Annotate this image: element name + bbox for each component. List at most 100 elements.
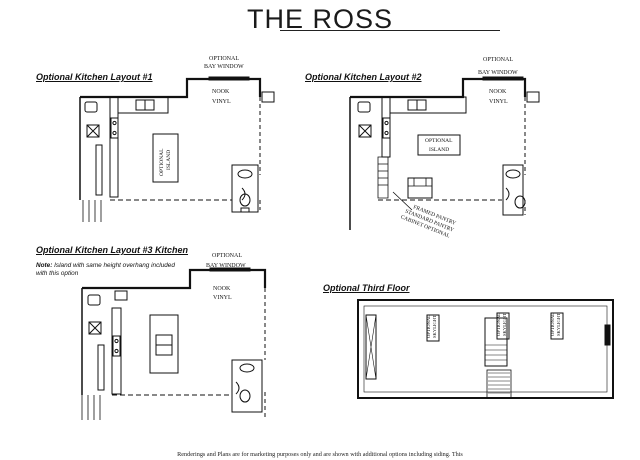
skylight-3 [550, 312, 564, 340]
plan1-fridge [86, 124, 100, 138]
plan1-toilet-tank [240, 207, 250, 213]
plan1-fridge-mark [86, 124, 100, 138]
plan2-bay-window [482, 76, 524, 81]
plan3-top-wall [82, 268, 267, 290]
plan2-stairs [377, 156, 389, 199]
plan3-appliance [87, 294, 101, 306]
plan2-appliance [357, 101, 371, 113]
plan3-fridge-mark [88, 321, 102, 335]
plan2-lavatory [505, 169, 521, 179]
page-title: THE ROSS [246, 4, 394, 34]
plan1-nook-label: NOOK [212, 89, 230, 95]
plan3-island [149, 314, 179, 374]
island-note: Note: Island with same height overhang i… [36, 262, 186, 278]
third-floor-stair-landing [486, 369, 512, 399]
plan1-bay-window [208, 76, 250, 81]
plan2-range [382, 117, 391, 139]
skylight-2-label: SKYLIGHT [502, 313, 507, 336]
plan3-door-swing [235, 381, 240, 395]
title-underline [280, 30, 500, 31]
section-label-layout-2: Optional Kitchen Layout #2 [305, 72, 422, 82]
plan2-bay-window-label: BAY WINDOW [478, 70, 518, 76]
plan1-island-optional-label: OPTIONAL [159, 148, 165, 176]
plan2-pantry-cabinet [407, 177, 433, 199]
plan-layout-2 [349, 76, 540, 230]
third-floor-stairs [485, 344, 507, 361]
plan3-range [112, 335, 121, 357]
plan2-island-optional-label: OPTIONAL [425, 138, 453, 144]
plan2-door-swing [505, 187, 510, 201]
plan3-counter [111, 307, 122, 395]
plan1-bay-window-label: BAY WINDOW [204, 64, 244, 70]
plan2-toilet [514, 195, 526, 209]
plan2-fridge [358, 124, 372, 138]
plan-layout-1 [79, 76, 275, 222]
footer-disclaimer: Renderings and Plans are for marketing p… [177, 451, 463, 458]
skylight-3-label: SKYLIGHT [556, 313, 561, 336]
plan1-stairs [82, 200, 102, 222]
plan2-pantry-leader [392, 191, 413, 211]
skylight-1 [426, 314, 440, 342]
plan3-nook-label: NOOK [213, 286, 231, 292]
plan1-counter-top [117, 96, 169, 114]
plan3-bath [231, 359, 263, 413]
plan1-bath [231, 164, 259, 213]
plan2-nook-label: NOOK [489, 89, 507, 95]
plan1-door-jamb [261, 91, 275, 103]
plan1-vinyl-label: VINYL [212, 99, 231, 105]
plan2-pantry-shelves [408, 178, 432, 187]
plan2-vinyl-label: VINYL [489, 99, 508, 105]
plan1-pantry [95, 144, 103, 196]
plan1-door-swing [241, 187, 246, 201]
plan1-island-label: ISLAND [166, 150, 172, 170]
note-label: Note: [36, 262, 53, 269]
third-floor-storage-mark [365, 314, 377, 380]
section-label-layout-1: Optional Kitchen Layout #1 [36, 72, 153, 82]
plan3-burner [114, 338, 119, 344]
plan2-bath [502, 164, 524, 216]
third-floor-stair-room [484, 317, 508, 367]
plan1-island [152, 133, 179, 183]
plan2-burner [384, 120, 389, 126]
plan3-bay-window-label: BAY WINDOW [206, 263, 246, 269]
third-floor-window [604, 324, 611, 346]
plan-third-floor [357, 299, 614, 399]
plan3-vinyl-label: VINYL [213, 295, 232, 301]
plan1-appliance [84, 101, 98, 113]
skylight-2 [496, 312, 510, 340]
skylight-1-optional-label: OPTIONAL [426, 315, 431, 338]
plan1-top-wall [80, 77, 262, 99]
plan1-range [110, 117, 119, 139]
plan3-fridge [88, 321, 102, 335]
plan1-lavatory [237, 169, 253, 179]
plan2-island-label: ISLAND [429, 147, 449, 153]
skylight-3-optional-label: OPTIONAL [550, 313, 555, 336]
plan3-optional-label: OPTIONAL [212, 253, 242, 259]
plan1-counter [109, 96, 119, 198]
plan3-burner [114, 348, 119, 354]
section-label-layout-3: Optional Kitchen Layout #3 Kitchen [36, 245, 189, 255]
section-label-third-floor: Optional Third Floor [323, 283, 410, 293]
plan3-toilet [239, 389, 251, 403]
plan2-counter-top [389, 96, 467, 114]
skylight-1-label: SKYLIGHT [432, 315, 437, 338]
third-floor-storage [365, 314, 377, 380]
plan3-stairs [81, 395, 101, 420]
plan3-lavatory [239, 363, 255, 373]
third-floor-stair-treads [488, 372, 510, 394]
skylight-2-optional-label: OPTIONAL [496, 313, 501, 336]
plan2-optional-label: OPTIONAL [483, 57, 513, 63]
plan-layout-3 [81, 267, 267, 420]
plan2-island [417, 134, 461, 156]
plan1-burner [112, 120, 117, 126]
plan3-bay-window [209, 267, 251, 272]
plan3-pantry [97, 344, 105, 391]
plan1-burner [112, 130, 117, 136]
third-floor-outline [357, 299, 614, 399]
note-text: Island with same height overhang include… [36, 262, 175, 277]
plan3-door-jamb [114, 290, 128, 301]
plan1-optional-label: OPTIONAL [209, 56, 239, 62]
third-floor-inner-wall [363, 305, 608, 393]
plan2-fridge-mark [358, 124, 372, 138]
